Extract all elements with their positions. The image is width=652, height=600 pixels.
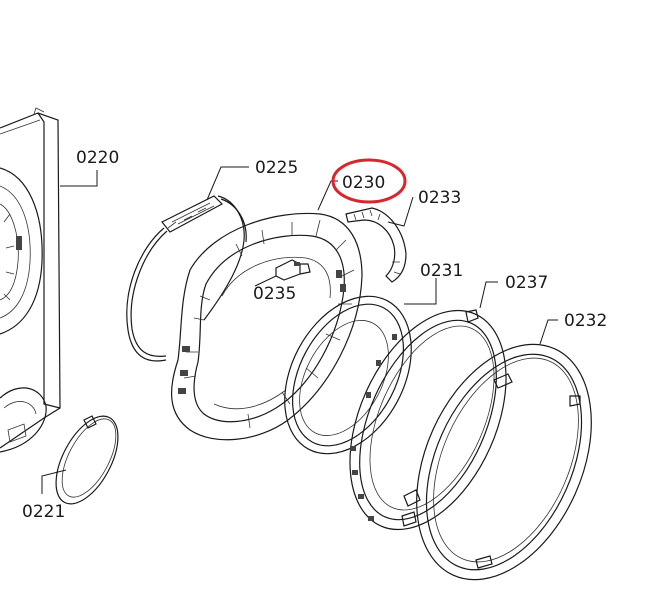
callout-0230[interactable]: 0230: [342, 173, 385, 193]
callout-0231[interactable]: 0231: [420, 261, 463, 281]
highlight-circle-0230: [331, 158, 407, 204]
callout-0235[interactable]: 0235: [253, 284, 296, 304]
part-0221-service-flap[interactable]: [43, 406, 130, 513]
part-0231-door-glass[interactable]: [259, 275, 437, 476]
leader-0220: [60, 170, 98, 187]
leader-0221: [41, 469, 67, 494]
part-0232-outer-door-ring[interactable]: [382, 317, 625, 600]
callout-0220[interactable]: 0220: [76, 148, 119, 168]
leader-0231: [404, 278, 437, 305]
leader-0233: [387, 196, 414, 227]
part-0233-hinge[interactable]: [345, 207, 407, 283]
callout-0221[interactable]: 0221: [22, 502, 65, 522]
part-0220-front-panel[interactable]: [0, 107, 61, 453]
callout-0232[interactable]: 0232: [564, 311, 607, 331]
leader-0225: [206, 166, 249, 201]
leader-0232: [539, 319, 558, 345]
part-0237-inner-door-ring[interactable]: [319, 286, 538, 553]
part-0235-catch[interactable]: [275, 259, 311, 281]
leader-0230: [317, 180, 338, 211]
callout-0237[interactable]: 0237: [505, 273, 548, 293]
callout-0233[interactable]: 0233: [418, 188, 461, 208]
leader-0237: [479, 281, 498, 309]
part-0225-door-cable[interactable]: [126, 195, 247, 362]
part-0230-door-frame[interactable]: [170, 212, 363, 441]
leader-0235: [254, 275, 277, 287]
callout-0225[interactable]: 0225: [255, 158, 298, 178]
